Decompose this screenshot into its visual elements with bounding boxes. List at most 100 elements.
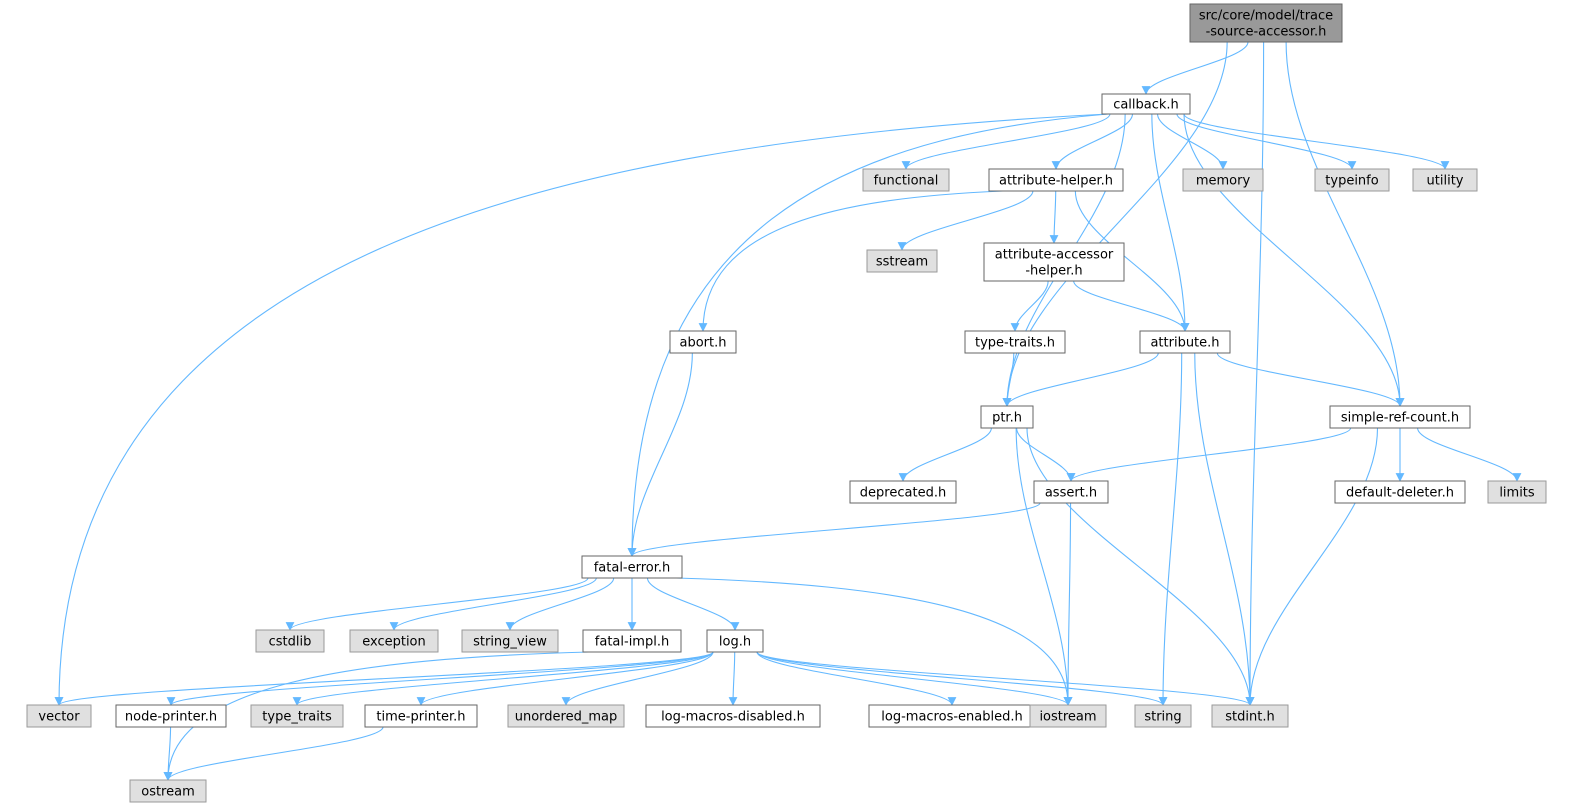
node-box xyxy=(1134,704,1192,728)
node-typeinfo: typeinfo xyxy=(1314,168,1390,192)
node-label: ostream xyxy=(141,785,195,800)
node-box xyxy=(1189,3,1343,43)
edge-log-to-type_traits xyxy=(292,651,714,706)
node-abort[interactable]: abort.h xyxy=(669,330,737,354)
edge-log-to-string xyxy=(756,651,1168,706)
node-assert[interactable]: assert.h xyxy=(1033,480,1109,504)
edge-trace-to-stdint xyxy=(1245,41,1265,706)
node-label: -source-accessor.h xyxy=(1206,25,1327,40)
edge-attribute-to-simple_ref_count xyxy=(1216,352,1405,407)
edge-attribute-to-stdint xyxy=(1194,352,1255,706)
node-box xyxy=(1211,704,1289,728)
node-log-macros-disabled[interactable]: log-macros-disabled.h xyxy=(645,704,821,728)
node-log[interactable]: log.h xyxy=(706,629,764,653)
node-label: fatal-error.h xyxy=(594,561,671,576)
node-callback[interactable]: callback.h xyxy=(1101,93,1191,115)
node-iostream: iostream xyxy=(1029,704,1107,728)
node-cstdlib: cstdlib xyxy=(255,629,325,653)
node-fatal-impl[interactable]: fatal-impl.h xyxy=(582,629,682,653)
node-box xyxy=(255,629,325,653)
node-label: fatal-impl.h xyxy=(595,635,669,650)
node-box xyxy=(988,168,1124,192)
node-box xyxy=(669,330,737,354)
edge-callback-to-simple_ref_count xyxy=(1183,113,1405,407)
node-label: default-deleter.h xyxy=(1346,486,1454,501)
node-box xyxy=(983,242,1125,282)
node-box xyxy=(706,629,764,653)
node-box xyxy=(115,704,227,728)
edge-attr_accessor_helper-to-attribute xyxy=(1073,280,1190,332)
edge-trace-to-simple_ref_count xyxy=(1285,41,1405,407)
node-simple-ref-count[interactable]: simple-ref-count.h xyxy=(1329,405,1471,429)
node-box xyxy=(581,555,683,579)
edge-trace-to-ptr xyxy=(1002,41,1228,407)
node-attribute-helper[interactable]: attribute-helper.h xyxy=(988,168,1124,192)
node-type-traits: type_traits xyxy=(250,704,344,728)
node-deprecated[interactable]: deprecated.h xyxy=(849,480,957,504)
node-node-printer[interactable]: node-printer.h xyxy=(115,704,227,728)
edge-attribute_helper-to-abort xyxy=(698,190,1004,332)
node-box xyxy=(1029,704,1107,728)
node-fatal-error[interactable]: fatal-error.h xyxy=(581,555,683,579)
edge-callback-to-typeinfo xyxy=(1176,113,1357,170)
node-box xyxy=(645,704,821,728)
node-label: attribute.h xyxy=(1150,336,1219,351)
node-label: node-printer.h xyxy=(125,710,217,725)
node-attribute[interactable]: attribute.h xyxy=(1139,330,1231,354)
node-stdint: stdint.h xyxy=(1211,704,1289,728)
node-box xyxy=(866,249,938,273)
edge-type_traits_h-to-ptr xyxy=(1002,352,1015,407)
node-ptr[interactable]: ptr.h xyxy=(980,405,1034,429)
edge-fatal_error-to-cstdlib xyxy=(285,577,589,631)
edge-trace-to-callback xyxy=(1141,41,1249,95)
edge-log-to-log_macros_enabled xyxy=(756,651,957,706)
node-exception: exception xyxy=(349,629,439,653)
node-vector: vector xyxy=(26,704,92,728)
node-label: unordered_map xyxy=(515,710,618,725)
edge-attribute-to-ptr xyxy=(1002,352,1159,407)
node-label: functional xyxy=(874,174,939,189)
edge-assert-to-iostream xyxy=(1063,502,1073,706)
node-trace[interactable]: src/core/model/trace-source-accessor.h xyxy=(1189,3,1343,43)
node-attr-accessor-helper[interactable]: attribute-accessor-helper.h xyxy=(983,242,1125,282)
edge-callback-to-utility xyxy=(1183,113,1450,170)
node-box xyxy=(980,405,1034,429)
node-string: string xyxy=(1134,704,1192,728)
node-ostream: ostream xyxy=(129,779,207,803)
edge-log-to-time_printer xyxy=(416,651,714,706)
edge-attribute_helper-to-attribute xyxy=(1074,190,1190,332)
node-label: stdint.h xyxy=(1225,710,1274,725)
node-box xyxy=(1412,168,1478,192)
node-label: cstdlib xyxy=(269,635,312,650)
node-box xyxy=(250,704,344,728)
node-label: time-printer.h xyxy=(376,710,465,725)
node-log-macros-enabled[interactable]: log-macros-enabled.h xyxy=(868,704,1036,728)
edge-callback-to-attribute xyxy=(1151,113,1190,332)
edge-fatal_error-to-iostream xyxy=(675,577,1073,706)
edge-fatal_error-to-exception xyxy=(389,577,597,631)
node-box xyxy=(1033,480,1109,504)
node-time-printer[interactable]: time-printer.h xyxy=(364,704,478,728)
node-box xyxy=(1329,405,1471,429)
edge-log-to-stdint xyxy=(756,651,1255,706)
edge-callback-to-fatal_error xyxy=(627,113,1109,557)
node-label: simple-ref-count.h xyxy=(1341,411,1459,426)
node-label: ptr.h xyxy=(992,411,1022,426)
node-box xyxy=(849,480,957,504)
node-label: attribute-accessor xyxy=(995,248,1114,263)
node-box xyxy=(364,704,478,728)
edge-simple_ref_count-to-limits xyxy=(1417,427,1522,482)
node-utility: utility xyxy=(1412,168,1478,192)
node-box xyxy=(1182,168,1264,192)
node-label: attribute-helper.h xyxy=(999,174,1113,189)
node-limits: limits xyxy=(1487,480,1547,504)
node-type-traits-h[interactable]: type-traits.h xyxy=(964,330,1066,354)
edge-abort-to-fatal_error xyxy=(627,352,693,557)
node-default-deleter[interactable]: default-deleter.h xyxy=(1334,480,1466,504)
node-label: string xyxy=(1144,710,1181,725)
node-label: callback.h xyxy=(1113,98,1179,113)
node-label: memory xyxy=(1196,174,1251,189)
node-box xyxy=(1139,330,1231,354)
edge-attribute_helper-to-attr_accessor_helper xyxy=(1049,190,1059,244)
